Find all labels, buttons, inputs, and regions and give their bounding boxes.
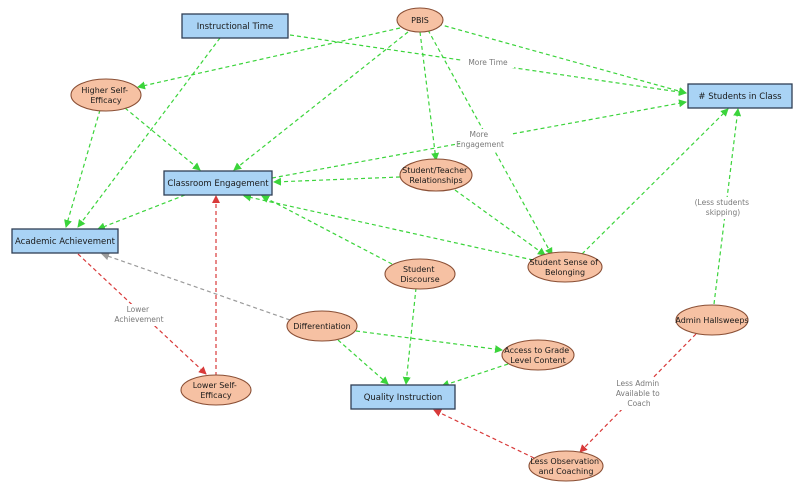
- edge-pbis-to-students-in-class: [437, 23, 687, 95]
- edge-less-observation-to-quality-instruction: [433, 409, 535, 459]
- edge-differentiation-to-academic-achievement: [101, 252, 291, 321]
- edge-label-more-time: More Time: [468, 58, 508, 67]
- node-classroom-engagement[interactable]: Classroom Engagement: [163, 170, 273, 196]
- node-quality-instruction[interactable]: Quality Instruction: [350, 384, 456, 410]
- edge-classroom-engagement-to-academic-achievement: [97, 194, 186, 231]
- node-label: Access to Grade Level Content: [504, 346, 571, 365]
- node-label: Higher Self- Efficacy: [81, 86, 130, 105]
- edge-pbis-to-classroom-engagement: [233, 31, 409, 171]
- node-differentiation[interactable]: Differentiation: [286, 310, 358, 342]
- edge-instructional-time-to-academic-achievement: [77, 37, 221, 228]
- node-admin-hallsweeps[interactable]: Admin Hallsweeps: [675, 304, 749, 336]
- node-label: Less Observation and Coaching: [530, 457, 601, 476]
- edge-label-less-students-skipping: (Less students skipping): [695, 198, 752, 217]
- node-label: Quality Instruction: [364, 393, 443, 403]
- node-lower-self-efficacy[interactable]: Lower Self- Efficacy: [180, 374, 252, 406]
- node-label: Classroom Engagement: [167, 179, 269, 189]
- edge-access-grade-content-to-quality-instruction: [441, 363, 509, 388]
- node-access-to-grade-level-content[interactable]: Access to Grade Level Content: [501, 339, 575, 371]
- edge-sense-of-belonging-to-classroom-engagement: [243, 193, 534, 261]
- node-less-observation-and-coaching[interactable]: Less Observation and Coaching: [528, 450, 604, 482]
- node-student-sense-of-belonging[interactable]: Student Sense of Belonging: [527, 251, 603, 283]
- edge-discourse-to-quality-instruction: [402, 287, 417, 385]
- edge-instructional-time-to-students-in-class: [289, 34, 687, 96]
- node-pbis[interactable]: PBIS: [396, 7, 444, 33]
- edge-relationships-to-classroom-engagement: [273, 176, 401, 186]
- edge-differentiation-to-access-grade-content: [355, 330, 503, 354]
- node-label: Instructional Time: [197, 22, 274, 32]
- node-higher-self-efficacy[interactable]: Higher Self- Efficacy: [70, 78, 142, 112]
- node-label: Student Discourse: [400, 265, 439, 284]
- node-label: Student/Teacher Relationships: [402, 166, 470, 185]
- edge-sense-of-belonging-to-students-in-class: [581, 108, 729, 255]
- edge-pbis-to-higher-self-efficacy: [137, 27, 401, 90]
- node-label: Lower Self- Efficacy: [193, 381, 240, 400]
- edge-differentiation-to-quality-instruction: [337, 339, 389, 385]
- node-students-in-class[interactable]: # Students in Class: [687, 83, 793, 109]
- edge-discourse-to-classroom-engagement: [261, 195, 393, 265]
- edge-labels: More Time More Engagement (Less students…: [112, 56, 754, 410]
- box-nodes: Instructional Time # Students in Class C…: [11, 13, 793, 410]
- node-label: Academic Achievement: [15, 237, 116, 247]
- node-academic-achievement[interactable]: Academic Achievement: [11, 228, 119, 254]
- edge-higher-self-efficacy-to-academic-achievement: [64, 109, 101, 228]
- node-label: # Students in Class: [698, 92, 782, 102]
- edge-relationships-to-sense-of-belonging: [454, 189, 546, 256]
- node-label: Differentiation: [293, 322, 351, 331]
- edge-pbis-to-student-teacher-relationships: [419, 31, 440, 161]
- edge-label-less-admin-available: Less Admin Available to Coach: [616, 379, 662, 408]
- node-label: Student Sense of Belonging: [530, 258, 601, 277]
- edge-label-more-engagement: More Engagement: [456, 130, 504, 149]
- edge-label-lower-achievement: Lower Achievement: [114, 305, 163, 324]
- node-student-discourse[interactable]: Student Discourse: [384, 258, 456, 290]
- node-instructional-time[interactable]: Instructional Time: [181, 13, 289, 39]
- node-label: PBIS: [411, 16, 429, 25]
- edge-higher-self-efficacy-to-classroom-engagement: [124, 107, 201, 171]
- oval-nodes: PBIS Higher Self- Efficacy Student/Teach…: [70, 7, 749, 482]
- node-student-teacher-relationships[interactable]: Student/Teacher Relationships: [399, 158, 473, 192]
- node-label: Admin Hallsweeps: [675, 316, 748, 325]
